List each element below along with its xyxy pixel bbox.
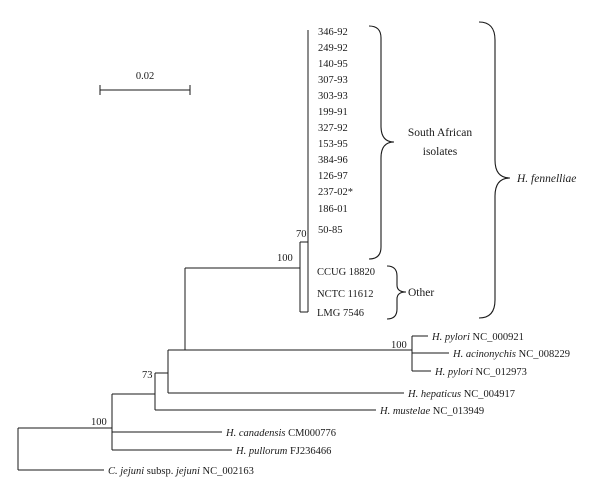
- scale-bar-label: 0.02: [136, 71, 154, 82]
- taxon-label: 327-92: [318, 123, 348, 134]
- group-braces: [368, 21, 511, 320]
- brace-other: [386, 265, 407, 320]
- taxon-label: 384-96: [318, 155, 348, 166]
- taxon-label: 237-02*: [318, 187, 353, 198]
- bootstrap-70: 70: [296, 229, 307, 240]
- taxon-c-jejuni: C. jejuni subsp. jejuni NC_002163: [108, 466, 254, 477]
- taxon-label: 186-01: [318, 204, 348, 215]
- taxon-label: CCUG 18820: [317, 267, 375, 278]
- group-label-h-fennelliae: H. fennelliae: [516, 173, 576, 185]
- taxon-h-canadensis: H. canadensis CM000776: [225, 428, 336, 439]
- taxon-label: LMG 7546: [317, 308, 364, 319]
- bootstrap-root: 100: [91, 417, 107, 428]
- outgroup-labels: H. pylori NC_000921 H. acinonychis NC_00…: [108, 332, 570, 477]
- tree-branches: [17, 30, 449, 471]
- bootstrap-73: 73: [142, 370, 153, 381]
- taxon-label: 346-92: [318, 27, 348, 38]
- taxon-label: 126-97: [318, 171, 348, 182]
- taxon-label: NCTC 11612: [317, 289, 374, 300]
- bootstrap-fennelliae: 100: [277, 253, 293, 264]
- taxon-h-acinonychis: H. acinonychis NC_008229: [452, 349, 570, 360]
- taxon-h-pullorum: H. pullorum FJ236466: [235, 446, 331, 457]
- taxon-h-pylori-2: H. pylori NC_012973: [434, 367, 527, 378]
- taxon-label: 50-85: [318, 225, 343, 236]
- other-strain-labels: CCUG 18820 NCTC 11612 LMG 7546: [317, 267, 375, 319]
- group-label-south-african: South African: [408, 127, 472, 139]
- sa-isolate-labels: 346-92 249-92 140-95 307-93 303-93 199-9…: [318, 27, 353, 236]
- taxon-label: 153-95: [318, 139, 348, 150]
- taxon-label: 140-95: [318, 59, 348, 70]
- taxon-label: 303-93: [318, 91, 348, 102]
- taxon-h-pylori-1: H. pylori NC_000921: [431, 332, 524, 343]
- taxon-h-hepaticus: H. hepaticus NC_004917: [407, 389, 515, 400]
- brace-h-fennelliae: [478, 21, 511, 319]
- scale-bar: 0.02: [99, 71, 191, 95]
- taxon-label: 199-91: [318, 107, 348, 118]
- taxon-label: 249-92: [318, 43, 348, 54]
- brace-south-african: [368, 25, 395, 260]
- group-labels: South African isolates Other H. fennelli…: [408, 127, 577, 299]
- group-label-other: Other: [408, 287, 434, 299]
- taxon-label: 307-93: [318, 75, 348, 86]
- taxon-h-mustelae: H. mustelae NC_013949: [379, 406, 484, 417]
- bootstrap-values: 100 73 100 70 100: [91, 229, 407, 428]
- bootstrap-pylori: 100: [391, 340, 407, 351]
- group-label-isolates: isolates: [423, 146, 458, 158]
